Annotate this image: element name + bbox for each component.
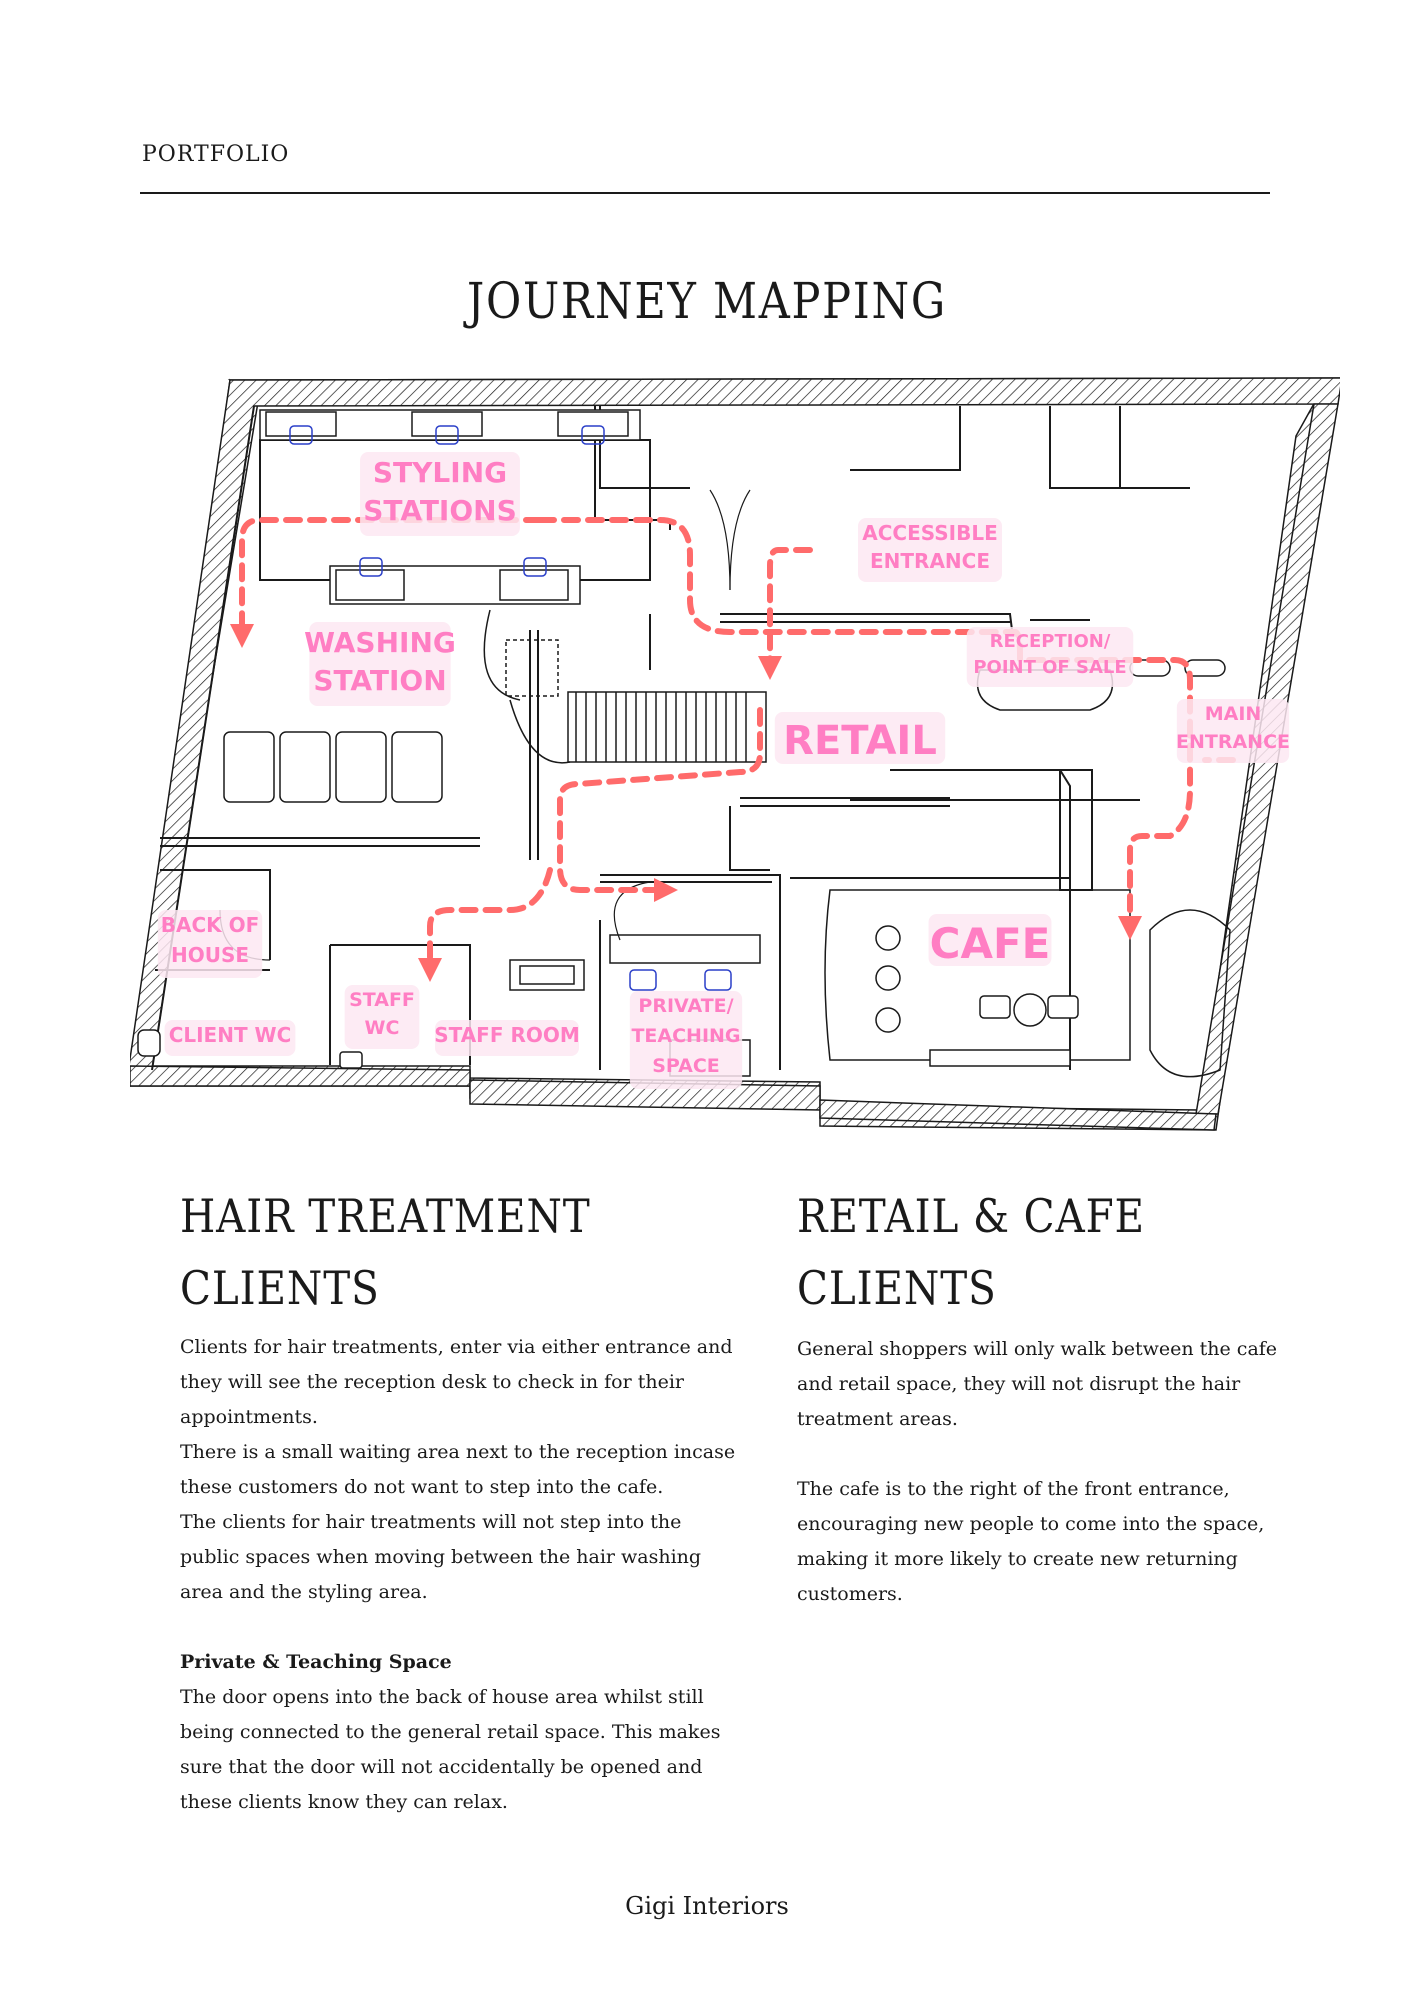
zone-label-text: PRIVATE/ (638, 995, 733, 1017)
paragraph: The cafe is to the right of the front en… (797, 1478, 1265, 1605)
zone-label-text: CLIENT WC (169, 1023, 292, 1047)
wash-basin-units (223, 731, 443, 803)
zone-label-main: MAIN ENTRANCE (1176, 699, 1290, 763)
zone-label-staffwc: STAFF WC (344, 985, 420, 1049)
cafe-furniture (824, 889, 1231, 1078)
hair-treatment-section: HAIR TREATMENT CLIENTS Clients for hair … (180, 1180, 740, 1820)
zone-label-reception: RECEPTION/POINT OF SALE (966, 627, 1134, 687)
zone-label-text: STATIONS (363, 494, 517, 527)
chair-icons (289, 425, 732, 991)
paragraph: Clients for hair treatments, enter via e… (180, 1336, 733, 1428)
footer-brand: Gigi Interiors (625, 1892, 789, 1920)
zone-label-text: WASHING (304, 626, 456, 659)
zone-label-text: STYLING (373, 456, 507, 489)
zone-label-background (1176, 699, 1290, 763)
retail-cafe-heading: RETAIL & CAFE CLIENTS (797, 1180, 1237, 1324)
zone-label-text: RECEPTION/ (990, 631, 1111, 652)
floor-plan: STYLING STATIONS WASHING STATION ACCESSIBLE E… (130, 377, 1340, 1131)
zone-label-text: RETAIL (783, 718, 937, 764)
zone-label-washing: WASHING STATION (304, 622, 456, 706)
zone-label-background (164, 1020, 296, 1056)
zone-label-background (309, 622, 451, 706)
paragraph: The clients for hair treatments will not… (180, 1511, 702, 1603)
zone-labels: STYLING STATIONS WASHING STATION ACCESSIBLE E… (157, 452, 1290, 1089)
zone-label-text: POINT OF SALE (973, 657, 1126, 678)
zone-label-text: HOUSE (171, 943, 249, 967)
staircase (483, 609, 767, 764)
zone-label-background (966, 627, 1134, 687)
paragraph: General shoppers will only walk between … (797, 1338, 1278, 1430)
styling-station-units (259, 409, 641, 605)
zone-label-text: WC (365, 1017, 400, 1039)
zone-label-text: TEACHING (631, 1025, 740, 1047)
zone-label-text: STAFF (349, 989, 415, 1011)
zone-label-text: ACCESSIBLE (862, 521, 998, 545)
paragraph: There is a small waiting area next to th… (180, 1441, 736, 1498)
zone-label-background (435, 1020, 579, 1056)
zone-label-background (157, 910, 263, 978)
zone-label-staffroom: STAFF ROOM (434, 1020, 580, 1056)
retail-cafe-section: RETAIL & CAFE CLIENTS General shoppers w… (797, 1180, 1297, 1612)
zone-label-background (360, 452, 520, 536)
heading-line: CLIENTS (180, 1261, 380, 1315)
door-swings (219, 489, 751, 961)
zone-label-text: ENTRANCE (870, 549, 990, 573)
zone-label-background (858, 518, 1002, 582)
heading-line: RETAIL & CAFE (797, 1189, 1145, 1243)
zone-label-text: BACK OF (161, 913, 260, 937)
zone-label-background (928, 914, 1052, 966)
portfolio-label: PORTFOLIO (142, 142, 290, 167)
heading-line: HAIR TREATMENT (180, 1189, 591, 1243)
zone-label-text: STAFF ROOM (434, 1023, 580, 1047)
zone-label-retail: RETAIL (774, 712, 946, 764)
zone-label-background (629, 991, 743, 1089)
retail-cafe-body: General shoppers will only walk between … (797, 1332, 1297, 1612)
zone-label-text: STATION (313, 664, 446, 697)
paragraph: The door opens into the back of house ar… (180, 1686, 721, 1813)
wc-fixtures (137, 959, 585, 1069)
zone-label-text: MAIN (1205, 703, 1262, 725)
zone-label-private: PRIVATE/TEACHING SPACE (629, 991, 743, 1089)
zone-label-boh: BACK OF HOUSE (157, 910, 263, 978)
zone-label-styling: STYLING STATIONS (360, 452, 520, 536)
hair-treatment-heading: HAIR TREATMENT CLIENTS (180, 1180, 673, 1324)
zone-label-text: CAFE (930, 919, 1051, 968)
zone-label-accessible: ACCESSIBLE ENTRANCE (858, 518, 1002, 582)
hair-treatment-body: Clients for hair treatments, enter via e… (180, 1330, 740, 1820)
page-title: JOURNEY MAPPING (467, 272, 947, 330)
private-teaching-subheading: Private & Teaching Space (180, 1651, 452, 1673)
zone-label-background (774, 712, 946, 764)
zone-label-text: SPACE (652, 1055, 720, 1077)
zone-label-text: ENTRANCE (1176, 731, 1290, 753)
zone-label-clientwc: CLIENT WC (164, 1020, 296, 1056)
zone-label-background (344, 985, 420, 1049)
zone-label-cafe: CAFE (928, 914, 1052, 968)
heading-line: CLIENTS (797, 1261, 997, 1315)
header-divider (140, 192, 1270, 194)
